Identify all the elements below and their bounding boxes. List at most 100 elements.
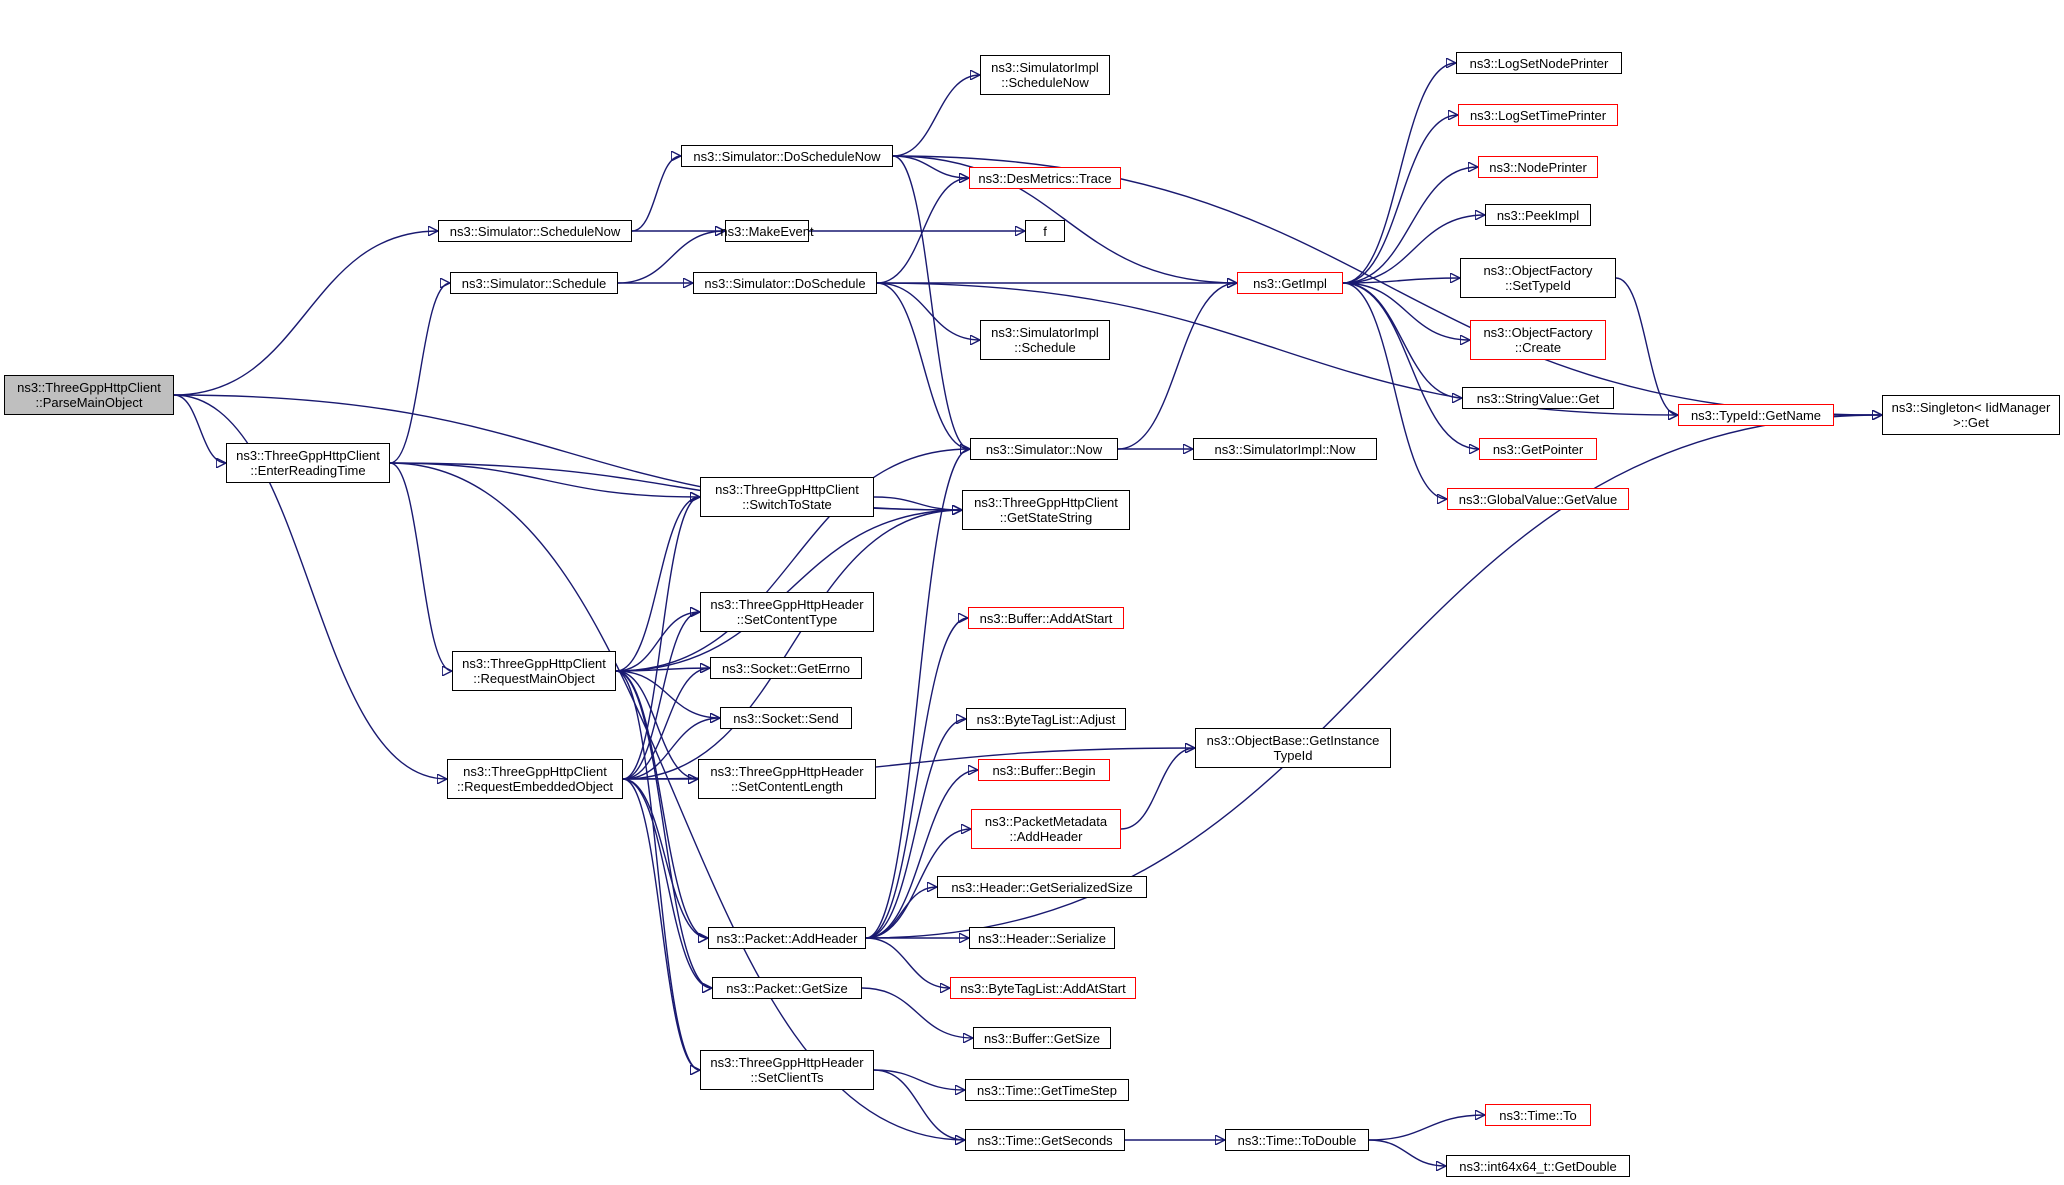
node-get-errno[interactable]: ns3::Socket::GetErrno (710, 657, 862, 679)
node-label: ns3::LogSetNodePrinter (1469, 55, 1609, 71)
node-set-ct[interactable]: ns3::ThreeGppHttpHeader::SetContentType (700, 592, 874, 632)
node-time-step[interactable]: ns3::Time::GetTimeStep (965, 1079, 1129, 1101)
node-time-sec[interactable]: ns3::Time::GetSeconds (965, 1129, 1125, 1151)
edge-getImpl-to-logTime (1342, 115, 1458, 284)
edge-doSchedNow-to-getImpl (892, 155, 1237, 283)
node-pm-add-header[interactable]: ns3::PacketMetadata::AddHeader (971, 809, 1121, 849)
edge-toDouble-to-timeTo (1368, 1115, 1485, 1141)
node-gv-get-value[interactable]: ns3::GlobalValue::GetValue (1447, 488, 1629, 510)
node-label: ns3::SimulatorImpl (991, 325, 1099, 340)
edge-reqMain-to-addHeader (615, 670, 709, 938)
node-switch-ts[interactable]: ns3::ThreeGppHttpClient::SwitchToState (700, 477, 874, 517)
node-label: ::AddHeader (1009, 829, 1083, 844)
node-make-event[interactable]: ns3::MakeEvent (720, 220, 814, 242)
node-send[interactable]: ns3::Socket::Send (720, 707, 852, 729)
edge-getImpl-to-gvGetValue (1342, 282, 1447, 499)
node-label: ns3::Socket::GetErrno (722, 660, 850, 676)
edge-reqEmb-to-pktGetSize (622, 778, 713, 988)
node-buf-begin[interactable]: ns3::Buffer::Begin (978, 759, 1110, 781)
edge-enterRT-to-sched (389, 283, 451, 464)
node-sim-now[interactable]: ns3::Simulator::Now (970, 438, 1118, 460)
edge-reqMain-to-setClientTs (615, 670, 701, 1070)
node-enter-rt[interactable]: ns3::ThreeGppHttpClient::EnterReadingTim… (226, 443, 390, 483)
node-label: TypeId (1273, 748, 1313, 763)
node-add-header[interactable]: ns3::Packet::AddHeader (708, 927, 866, 949)
node-des-metrics[interactable]: ns3::DesMetrics::Trace (969, 167, 1121, 189)
edge-parse-to-enterRT (173, 394, 227, 463)
node-impl-now[interactable]: ns3::SimulatorImpl::Now (1193, 438, 1377, 460)
node-singleton-get[interactable]: ns3::Singleton< IidManager>::Get (1882, 395, 2060, 435)
node-label: ns3::ThreeGppHttpClient (463, 764, 607, 779)
node-log-time[interactable]: ns3::LogSetTimePrinter (1458, 104, 1618, 126)
node-f[interactable]: f (1025, 220, 1065, 242)
edge-pmAddHeader-to-objBaseTid (1120, 748, 1195, 830)
node-buf-add-at-start[interactable]: ns3::Buffer::AddAtStart (968, 607, 1124, 629)
node-label: ns3::Header::GetSerializedSize (951, 879, 1133, 895)
node-label: ns3::ThreeGppHttpHeader (710, 764, 864, 779)
node-label: ns3::Packet::AddHeader (716, 930, 858, 946)
node-label: ns3::Socket::Send (733, 710, 839, 726)
edge-reqMain-to-getStateStr (615, 510, 962, 672)
node-hdr-serialize[interactable]: ns3::Header::Serialize (969, 927, 1115, 949)
node-sched[interactable]: ns3::Simulator::Schedule (450, 272, 618, 294)
node-of-create[interactable]: ns3::ObjectFactory::Create (1470, 320, 1606, 360)
node-label: ::RequestMainObject (473, 671, 595, 686)
node-req-main[interactable]: ns3::ThreeGppHttpClient::RequestMainObje… (452, 651, 616, 691)
edge-parse-to-reqEmb (173, 394, 447, 779)
node-label: ::SetContentType (736, 612, 838, 627)
node-get-state-str[interactable]: ns3::ThreeGppHttpClient::GetStateString (962, 490, 1130, 530)
edge-reqMain-to-setCL (615, 670, 698, 779)
edge-doSched-to-implSched (876, 282, 980, 340)
node-buf-get-size[interactable]: ns3::Buffer::GetSize (973, 1027, 1111, 1049)
node-sched-now[interactable]: ns3::Simulator::ScheduleNow (438, 220, 632, 242)
node-label: ns3::Simulator::Schedule (461, 275, 607, 291)
node-impl-sched[interactable]: ns3::SimulatorImpl::Schedule (980, 320, 1110, 360)
node-label: ns3::PacketMetadata (984, 814, 1108, 829)
edge-addHeader-to-bufBegin (865, 770, 978, 939)
edge-doSchedNow-to-singletonGet (892, 155, 1882, 415)
node-i64-get-double[interactable]: ns3::int64x64_t::GetDouble (1446, 1155, 1630, 1177)
node-label: ns3::SimulatorImpl::Now (1214, 441, 1356, 457)
node-do-sched-now[interactable]: ns3::Simulator::DoScheduleNow (681, 145, 893, 167)
edge-addHeader-to-btlAddAtStart (865, 937, 950, 988)
node-to-double[interactable]: ns3::Time::ToDouble (1225, 1129, 1369, 1151)
edge-reqEmb-to-addHeader (622, 778, 709, 938)
node-label: >::Get (1953, 415, 1989, 430)
edge-reqMain-to-switchTS (615, 497, 701, 672)
node-label: ns3::GetPointer (1492, 441, 1584, 457)
edge-getImpl-to-getPointer (1342, 282, 1479, 449)
node-get-pointer[interactable]: ns3::GetPointer (1479, 438, 1597, 460)
node-pkt-get-size[interactable]: ns3::Packet::GetSize (712, 977, 862, 999)
edge-addHeader-to-hdrSerSize (865, 887, 937, 939)
node-str-val-get[interactable]: ns3::StringValue::Get (1462, 387, 1614, 409)
node-tid-get-name[interactable]: ns3::TypeId::GetName (1678, 404, 1834, 426)
node-set-cl[interactable]: ns3::ThreeGppHttpHeader::SetContentLengt… (698, 759, 876, 799)
node-log-node[interactable]: ns3::LogSetNodePrinter (1456, 52, 1622, 74)
node-peek-impl[interactable]: ns3::PeekImpl (1485, 204, 1591, 226)
node-get-impl[interactable]: ns3::GetImpl (1237, 272, 1343, 294)
edge-schedNow-to-doSchedNow (631, 156, 682, 232)
node-label: ns3::Singleton< IidManager (1891, 400, 2051, 415)
node-time-to[interactable]: ns3::Time::To (1485, 1104, 1591, 1126)
node-label: ns3::int64x64_t::GetDouble (1459, 1158, 1617, 1174)
edge-setClientTs-to-timeSec (873, 1069, 965, 1140)
node-req-emb[interactable]: ns3::ThreeGppHttpClient::RequestEmbedded… (447, 759, 623, 799)
edge-getImpl-to-ofSetTid (1342, 278, 1460, 284)
node-label: ns3::SimulatorImpl (991, 60, 1099, 75)
edge-addHeader-to-singletonGet (865, 415, 1882, 939)
node-set-client-ts[interactable]: ns3::ThreeGppHttpHeader::SetClientTs (700, 1050, 874, 1090)
node-parse[interactable]: ns3::ThreeGppHttpClient::ParseMainObject (4, 375, 174, 415)
node-do-sched[interactable]: ns3::Simulator::DoSchedule (693, 272, 877, 294)
edge-addHeader-to-btlAdjust (865, 719, 966, 939)
node-of-set-tid[interactable]: ns3::ObjectFactory::SetTypeId (1460, 258, 1616, 298)
node-node-printer[interactable]: ns3::NodePrinter (1478, 156, 1598, 178)
node-btl-add-at-start[interactable]: ns3::ByteTagList::AddAtStart (950, 977, 1136, 999)
node-label: ::Schedule (1014, 340, 1076, 355)
node-impl-sched-now[interactable]: ns3::SimulatorImpl::ScheduleNow (980, 55, 1110, 95)
node-label: ns3::Simulator::DoSchedule (704, 275, 866, 291)
edge-reqEmb-to-setCT (622, 612, 701, 780)
node-hdr-ser-size[interactable]: ns3::Header::GetSerializedSize (937, 876, 1147, 898)
node-btl-adjust[interactable]: ns3::ByteTagList::Adjust (966, 708, 1126, 730)
